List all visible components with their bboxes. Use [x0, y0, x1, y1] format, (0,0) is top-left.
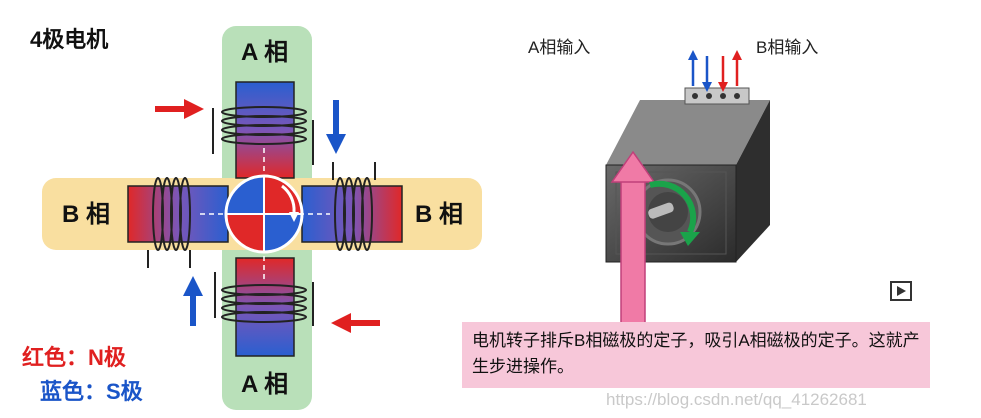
red-arrow-icon — [331, 313, 380, 333]
page-title: 4极电机 — [30, 27, 109, 52]
coil-a-top — [212, 106, 314, 165]
phase-a-input-label: A相输入 — [528, 38, 591, 57]
description-note: 电机转子排斥B相磁极的定子，吸引A相磁极的定子。这就产生步进操作。 — [462, 322, 930, 388]
rotation-arrow-icon — [649, 180, 697, 234]
pink-arrow-icon — [610, 150, 656, 329]
watermark: https://blog.csdn.net/qq_41262681 — [606, 390, 867, 409]
rotor-axes — [200, 148, 330, 282]
stator-a-bottom — [235, 257, 295, 357]
stepper-motor-image — [605, 87, 770, 263]
rotation-arrow-icon — [281, 184, 296, 213]
legend-south: 蓝色：S极 — [40, 379, 143, 404]
red-arrow-icon — [155, 99, 204, 119]
blue-arrow-icon — [183, 276, 203, 326]
phase-b-label-right: B 相 — [415, 201, 463, 228]
phase-a-label-top: A 相 — [241, 39, 288, 66]
legend-north: 红色：N极 — [22, 345, 126, 370]
input-arrows — [688, 50, 742, 92]
play-icon[interactable] — [890, 281, 912, 301]
phase-b-label-left: B 相 — [62, 201, 110, 228]
blue-arrow-icon — [326, 100, 346, 154]
coil-b-right — [332, 162, 376, 251]
coil-b-left — [147, 177, 191, 268]
phase-b-input-label: B相输入 — [756, 38, 819, 57]
stator-a-top — [235, 81, 295, 179]
phase-a-label-bottom: A 相 — [241, 371, 288, 398]
coil-a-bottom — [214, 272, 314, 326]
